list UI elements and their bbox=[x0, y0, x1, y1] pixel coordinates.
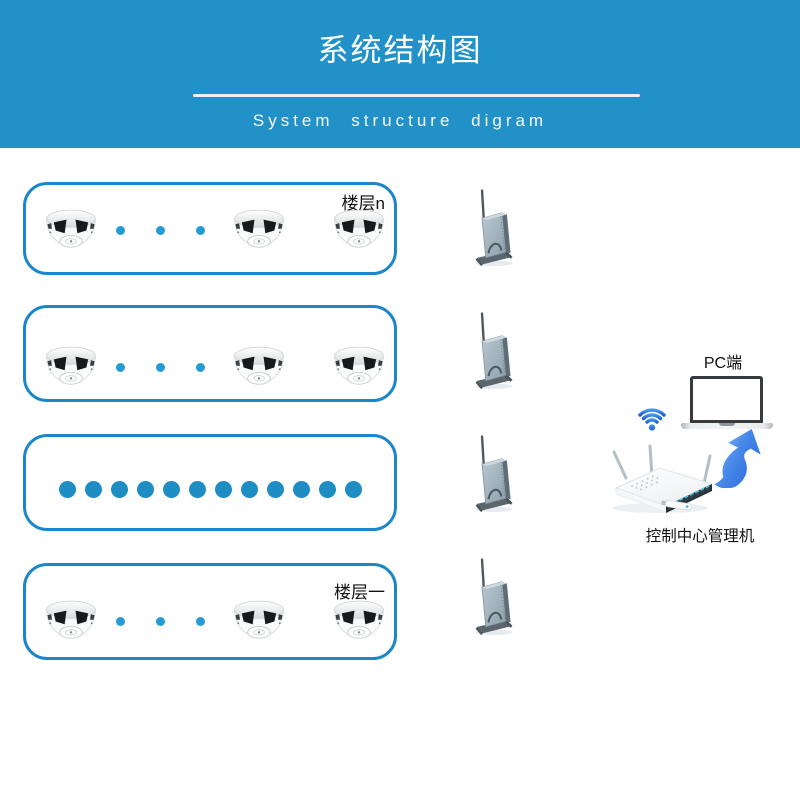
router-icon bbox=[612, 444, 714, 513]
ellipsis-dot bbox=[196, 226, 205, 235]
smoke-detector-icon bbox=[330, 344, 388, 391]
repeater-icon bbox=[470, 555, 518, 636]
page-title: 系统结构图 bbox=[317, 33, 483, 68]
repeater-icon bbox=[470, 309, 518, 390]
wifi-icon bbox=[638, 408, 666, 431]
repeater-column bbox=[470, 186, 518, 636]
floor-ellipsis-dot bbox=[58, 481, 76, 498]
floor-ellipsis-dot bbox=[292, 481, 310, 498]
floor-ellipsis-dot bbox=[318, 481, 336, 498]
ellipsis-dots bbox=[116, 226, 205, 235]
floor-frame-1: 楼层一 bbox=[23, 563, 397, 660]
up-arrow-icon bbox=[714, 429, 761, 488]
ellipsis-dots bbox=[116, 363, 205, 372]
floor-ellipsis-dot bbox=[240, 481, 258, 498]
laptop-base bbox=[681, 423, 773, 429]
smoke-detector-icon bbox=[230, 207, 288, 254]
floor-ellipsis-dot bbox=[266, 481, 284, 498]
ellipsis-dot bbox=[156, 617, 165, 626]
floor-ellipsis-dot bbox=[110, 481, 128, 498]
floor-ellipsis-dot bbox=[162, 481, 180, 498]
router-label: 控制中心管理机 bbox=[645, 528, 755, 545]
ellipsis-dots bbox=[116, 617, 205, 626]
floor-label: 楼层一 bbox=[334, 583, 385, 602]
ellipsis-dot bbox=[196, 363, 205, 372]
header-banner: 系统结构图 System structure digram bbox=[0, 0, 800, 148]
smoke-detector-icon bbox=[42, 207, 100, 254]
floor-label: 楼层n bbox=[341, 194, 385, 213]
ellipsis-dot bbox=[116, 617, 125, 626]
smoke-detector-icon bbox=[42, 344, 100, 391]
page-subtitle: System structure digram bbox=[252, 111, 548, 130]
ellipsis-dot bbox=[156, 363, 165, 372]
floor-ellipsis-dot bbox=[344, 481, 362, 498]
ellipsis-dot bbox=[116, 363, 125, 372]
header-divider bbox=[193, 94, 640, 97]
floor-ellipsis-dot bbox=[188, 481, 206, 498]
floor-frame-2 bbox=[23, 305, 397, 402]
laptop-icon bbox=[690, 376, 763, 423]
floor-ellipsis-dot bbox=[136, 481, 154, 498]
floor-ellipsis-row bbox=[26, 437, 394, 528]
ellipsis-dot bbox=[156, 226, 165, 235]
floor-frame-ellipsis bbox=[23, 434, 397, 531]
smoke-detector-icon bbox=[330, 207, 388, 254]
pc-label: PC端 bbox=[703, 355, 743, 372]
smoke-detector-icon bbox=[330, 598, 388, 645]
floor-ellipsis-dot bbox=[84, 481, 102, 498]
floor-frame-n: 楼层n bbox=[23, 182, 397, 275]
floor-ellipsis-dot bbox=[214, 481, 232, 498]
smoke-detector-icon bbox=[42, 598, 100, 645]
repeater-icon bbox=[470, 432, 518, 513]
ellipsis-dot bbox=[116, 226, 125, 235]
ellipsis-dot bbox=[196, 617, 205, 626]
usb-dongle bbox=[661, 500, 692, 511]
repeater-icon bbox=[470, 186, 518, 267]
smoke-detector-icon bbox=[230, 598, 288, 645]
smoke-detector-icon bbox=[230, 344, 288, 391]
